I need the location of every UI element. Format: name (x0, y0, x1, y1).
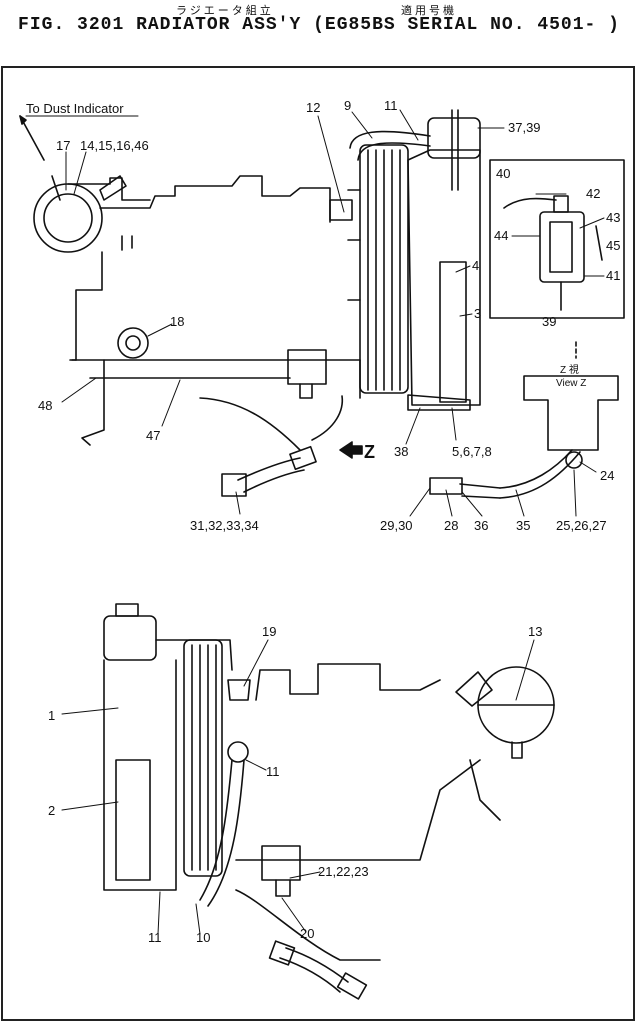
upper-hose (349, 130, 431, 149)
radiator-tank-bottom (103, 603, 177, 891)
callout-11-mid: 11 (266, 764, 280, 779)
radiator-core-bottom (183, 639, 223, 877)
air-cleaner (33, 175, 151, 253)
callout-19: 19 (262, 624, 276, 639)
callout-12: 12 (306, 100, 320, 115)
callout-35: 35 (516, 518, 530, 533)
hose-clamp (227, 741, 249, 763)
mount-bracket-bottom (261, 845, 301, 897)
callout-13: 13 (528, 624, 542, 639)
japanese-title: ラジエータ組立 (176, 4, 274, 17)
callout-11-bottom: 11 (148, 930, 162, 945)
view-z-sketch (429, 341, 619, 499)
thermostat-housing (227, 679, 251, 701)
callout-40: 40 (496, 166, 510, 181)
reservoir-detail-box (489, 159, 625, 319)
callout-18: 18 (170, 314, 184, 329)
callout-38: 38 (394, 444, 408, 459)
callout-24: 24 (600, 468, 614, 483)
upper-hose-bottom (155, 639, 233, 671)
callout-21: 21,22,23 (318, 864, 369, 879)
callout-17: 17 (56, 138, 70, 153)
fan-pulley (455, 666, 555, 759)
engine-block-bottom (235, 663, 501, 961)
engine-block-top (69, 175, 361, 451)
upper-hose-inner (357, 142, 431, 161)
dust-indicator-note: To Dust Indicator (26, 101, 124, 116)
callout-20: 20 (300, 926, 314, 941)
lower-hose-bottom-outer (207, 759, 245, 907)
callout-31: 31,32,33,34 (190, 518, 259, 533)
callout-3: 3 (474, 306, 481, 321)
callout-4: 4 (472, 258, 479, 273)
callout-42: 42 (586, 186, 600, 201)
dust-indicator-arrow (19, 115, 45, 161)
callout-36: 36 (474, 518, 488, 533)
callout-2: 2 (48, 803, 55, 818)
figure-title: FIG. 3201 RADIATOR ASS'Y (EG85BS SERIAL … (18, 15, 620, 35)
callout-28: 28 (444, 518, 458, 533)
callout-10: 10 (196, 930, 210, 945)
callout-5: 5,6,7,8 (452, 444, 492, 459)
water-outlet (329, 199, 353, 221)
callout-14: 14,15,16,46 (80, 138, 149, 153)
radiator-core-top (347, 144, 409, 394)
lower-hose-bottom (199, 759, 233, 901)
callout-48: 48 (38, 398, 52, 413)
drawing-frame (1, 66, 635, 1021)
callout-41: 41 (606, 268, 620, 283)
callout-47: 47 (146, 428, 160, 443)
drain-hose-bottom (268, 940, 368, 1000)
callout-1: 1 (48, 708, 55, 723)
view-z-label: Z (364, 442, 375, 462)
callout-11-top: 11 (384, 98, 398, 113)
callout-43: 43 (606, 210, 620, 225)
callout-25: 25,26,27 (556, 518, 607, 533)
dust-indicator-arrowhead (19, 115, 27, 125)
callout-37: 37,39 (508, 120, 541, 135)
japanese-applicable-label: 適用号機 (401, 4, 457, 17)
mount-bracket-top (89, 349, 327, 399)
view-z-en: View Z (556, 378, 586, 389)
leader-lines (61, 109, 605, 935)
view-z-arrow (339, 441, 363, 459)
drain-hose-left (221, 445, 317, 497)
radiator-tank-top (407, 109, 481, 411)
callout-44: 44 (494, 228, 508, 243)
callout-9: 9 (344, 98, 351, 113)
view-z-jp: Z 視 (560, 363, 579, 376)
callout-29: 29,30 (380, 518, 413, 533)
callout-45: 45 (606, 238, 620, 253)
callout-39: 39 (542, 314, 556, 329)
